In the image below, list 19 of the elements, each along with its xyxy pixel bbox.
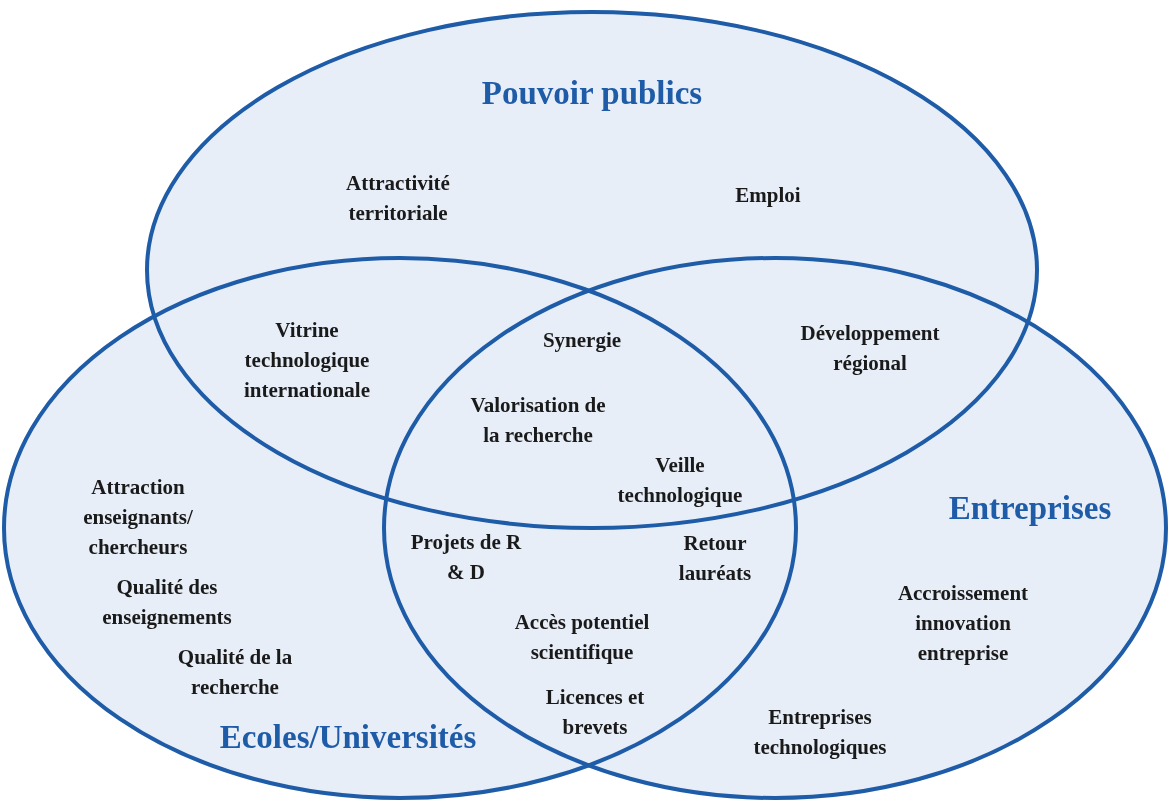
region-label: Licences et brevets [544, 684, 646, 741]
region-label: Veille technologique [616, 452, 744, 509]
region-label: Attractivité territoriale [345, 170, 451, 227]
region-label: Développement régional [799, 320, 941, 377]
region-label: Entreprises technologiques [752, 704, 888, 761]
region-label: Vitrine technologique internationale [243, 317, 371, 404]
region-label: Emploi [734, 182, 802, 209]
region-label: Qualité des enseignements [101, 574, 233, 631]
region-label: Accès potentiel scientifique [513, 609, 651, 666]
region-label: Qualité de la recherche [176, 644, 294, 701]
set-title: Entreprises [948, 489, 1112, 527]
region-label: Attraction enseignants/ chercheurs [82, 474, 194, 561]
region-label: Synergie [541, 327, 623, 354]
region-label: Valorisation de la recherche [469, 392, 607, 449]
set-title: Pouvoir publics [481, 74, 703, 112]
region-label: Projets de R & D [409, 529, 523, 586]
set-title: Ecoles/Universités [219, 718, 477, 756]
region-label: Accroissement innovation entreprise [896, 580, 1030, 667]
region-label: Retour lauréats [677, 530, 753, 587]
